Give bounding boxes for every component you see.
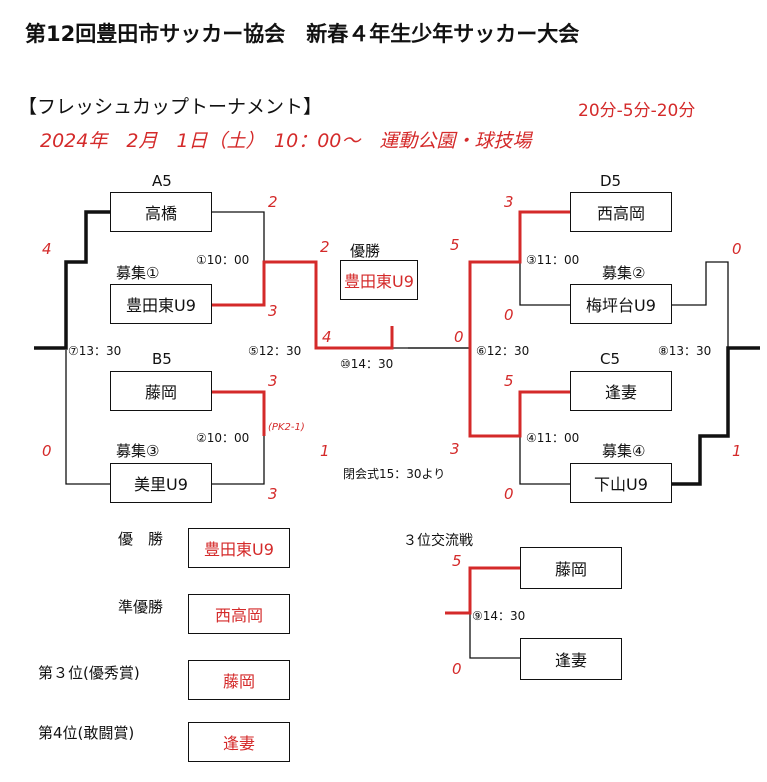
- champion-box: 豊田東U9: [340, 260, 418, 300]
- score-third-bottom: 0: [452, 660, 462, 678]
- match-m7: ⑦13：30: [68, 344, 122, 358]
- team-box-nishitakaoka: 西高岡: [570, 192, 672, 232]
- win-third: [445, 566, 520, 615]
- score-misato: 3: [268, 485, 278, 503]
- match-m8: ⑧13：30: [658, 344, 712, 358]
- team-box-houzuma: 逢妻: [570, 371, 672, 411]
- group-d5: D5: [600, 172, 622, 190]
- score-m6-top: 5: [450, 236, 460, 254]
- result-team-4: 逢妻: [188, 722, 290, 762]
- score-final-left: 4: [322, 328, 332, 346]
- match-m10: ⑩14：30: [340, 357, 394, 371]
- match-m2: ②10：00: [196, 431, 250, 445]
- match-m9: ⑨14：30: [472, 609, 526, 623]
- team-box-fujioka: 藤岡: [110, 371, 212, 411]
- result-label-2: 準優勝: [118, 598, 164, 616]
- score-final-right: 0: [454, 328, 464, 346]
- line-misato: [212, 436, 265, 485]
- win-fujioka: [212, 390, 266, 436]
- group-bosyu2: 募集②: [602, 264, 646, 282]
- third-place-title: ３位交流戦: [403, 533, 473, 549]
- match-m4: ④11：00: [526, 431, 580, 445]
- team-box-shimoyama: 下山U9: [570, 463, 672, 503]
- third-place-bottom-team: 逢妻: [520, 638, 622, 680]
- score-m7-bottom: 0: [42, 442, 52, 460]
- group-bosyu1: 募集①: [116, 264, 160, 282]
- score-m7-top: 4: [42, 240, 52, 258]
- pk-score: (PK2-1): [268, 422, 305, 433]
- team-box-takahashi: 高橋: [110, 192, 212, 232]
- result-label-1: 優 勝: [118, 530, 164, 548]
- date-venue: 2024年 2月 1日（土） 10：00～ 運動公園・球技場: [40, 130, 532, 152]
- group-bosyu3: 募集③: [116, 442, 160, 460]
- win-toyotahigashi: [212, 260, 394, 350]
- score-shimoyama: 0: [504, 485, 514, 503]
- result-team-1: 豊田東U9: [188, 528, 290, 568]
- score-nishitakaoka: 3: [504, 193, 514, 211]
- page-title: 第12回豊田市サッカー協会 新春４年生少年サッカー大会: [25, 22, 580, 46]
- result-label-3: 第３位(優秀賞): [38, 664, 140, 682]
- champion-label: 優勝: [350, 242, 381, 260]
- score-m8-bottom: 1: [732, 442, 742, 460]
- score-m6-bottom: 3: [450, 440, 460, 458]
- win-houzuma: [468, 348, 570, 438]
- line-third-bottom: [469, 613, 520, 659]
- match-m3: ③11：00: [526, 253, 580, 267]
- score-m8-top: 0: [732, 240, 742, 258]
- group-a5: A5: [152, 172, 172, 190]
- match-m5: ⑤12：30: [248, 344, 302, 358]
- third-place-top-team: 藤岡: [520, 547, 622, 589]
- result-team-3: 藤岡: [188, 660, 290, 700]
- line-takahashi: [212, 211, 265, 262]
- match-m6: ⑥12：30: [476, 344, 530, 358]
- group-c5: C5: [600, 350, 621, 368]
- score-tsubohira: 0: [504, 306, 514, 324]
- score-takahashi: 2: [268, 193, 278, 211]
- score-houzuma: 5: [504, 372, 514, 390]
- team-box-toyotahigashi: 豊田東U9: [110, 284, 212, 324]
- result-team-2: 西高岡: [188, 594, 290, 634]
- score-m5-top: 2: [320, 238, 330, 256]
- team-box-tsubohira: 梅坪台U9: [570, 284, 672, 324]
- win-nishitakaoka: [468, 210, 570, 348]
- line-shimoyama: [519, 436, 570, 485]
- cup-title: 【フレッシュカップトーナメント】: [18, 96, 323, 118]
- result-label-4: 第4位(敢闘賞): [38, 724, 135, 742]
- match-format: 20分-5分-20分: [578, 101, 696, 121]
- line-m7-bottom: [65, 350, 110, 485]
- score-toyotahigashi: 3: [268, 302, 278, 320]
- win-m7: [34, 210, 110, 350]
- line-m8-top: [672, 261, 729, 348]
- line-tsubohira: [519, 262, 570, 306]
- match-m1: ①10：00: [196, 253, 250, 267]
- team-box-misato: 美里U9: [110, 463, 212, 503]
- group-bosyu4: 募集④: [602, 442, 646, 460]
- group-b5: B5: [152, 350, 172, 368]
- score-m5-bottom: 1: [320, 442, 330, 460]
- closing-ceremony: 閉会式15：30より: [343, 467, 446, 481]
- score-fujioka: 3: [268, 372, 278, 390]
- win-m8: [672, 346, 760, 486]
- score-third-top: 5: [452, 552, 462, 570]
